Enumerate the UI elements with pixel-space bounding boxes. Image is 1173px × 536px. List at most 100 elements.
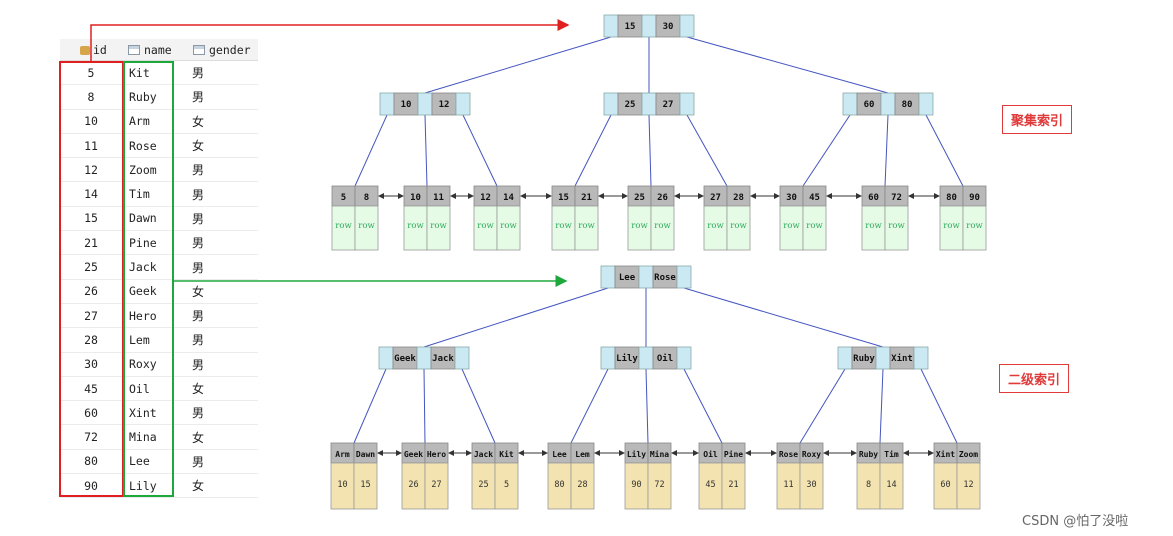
row-cell: [426, 205, 451, 251]
primary-key-cell: [799, 462, 824, 510]
primary-key-label: 72: [654, 480, 664, 490]
key-label: Geek: [394, 354, 416, 364]
key-label: Dawn: [356, 450, 375, 459]
key-label: 60: [868, 193, 879, 203]
secondary-index-label: 二级索引: [999, 364, 1070, 393]
name-column-header[interactable]: name: [122, 39, 187, 61]
id-cell: 15: [60, 206, 122, 232]
pointer-cell: [417, 92, 433, 116]
key-label: Mina: [650, 449, 669, 459]
row-label: row: [407, 221, 424, 231]
key-label: 14: [503, 193, 514, 203]
key-label: Oil: [703, 449, 718, 459]
primary-key-label: 45: [705, 480, 715, 490]
gender-cell: 男: [187, 254, 258, 280]
gender-cell: 男: [187, 84, 258, 110]
primary-key-label: 30: [806, 480, 816, 490]
pointer-cell: [600, 346, 616, 370]
tree-edge: [920, 368, 958, 444]
key-label: Tim: [884, 449, 899, 459]
key-label: 11: [433, 193, 444, 203]
tree-edge: [574, 114, 612, 187]
key-label: 72: [891, 193, 902, 203]
key-label: Arm: [335, 450, 350, 459]
key-label: Rose: [779, 450, 798, 459]
pointer-cell: [638, 265, 654, 289]
pointer-cell: [880, 92, 896, 116]
id-cell: 28: [60, 327, 122, 353]
name-cell: Xint: [122, 400, 187, 426]
clustered-index-arrow: [90, 19, 570, 62]
id-cell: 30: [60, 352, 122, 377]
row-label: row: [358, 221, 375, 231]
row-cell: [574, 205, 599, 251]
pointer-cell: [679, 14, 695, 38]
gender-cell: 男: [187, 206, 258, 232]
primary-key-cell: [956, 462, 981, 510]
primary-key-cell: [879, 462, 904, 510]
key-label: 27: [663, 100, 674, 110]
pointer-cell: [603, 14, 619, 38]
key-label: Geek: [404, 450, 423, 459]
primary-key-label: 60: [940, 480, 950, 490]
key-label: Ruby: [859, 450, 878, 459]
tree-edge: [354, 114, 388, 187]
gender-column-header[interactable]: gender: [187, 39, 258, 61]
name-cell: Oil: [122, 376, 187, 402]
gender-cell: 男: [187, 352, 258, 377]
primary-key-label: 12: [963, 480, 973, 490]
tree-edge: [799, 368, 846, 444]
key-label: 45: [809, 193, 820, 203]
tree-edge: [802, 114, 851, 187]
id-cell: 14: [60, 181, 122, 207]
name-cell: Geek: [122, 279, 187, 304]
name-column-highlight: [123, 61, 174, 497]
pointer-cell: [638, 346, 654, 370]
key-label: 30: [663, 22, 674, 32]
tree-edge: [683, 368, 723, 444]
name-cell: Roxy: [122, 352, 187, 377]
pointer-cell: [454, 346, 470, 370]
pointer-cell: [600, 265, 616, 289]
key-label: 26: [657, 193, 668, 203]
pointer-cell: [378, 346, 394, 370]
primary-key-label: 11: [783, 480, 793, 490]
key-label: Ruby: [853, 354, 875, 364]
gender-cell: 女: [187, 473, 258, 499]
row-label: row: [631, 221, 648, 231]
id-cell: 21: [60, 230, 122, 256]
column-icon: [193, 44, 205, 55]
gender-cell: 男: [187, 157, 258, 183]
name-cell: Ruby: [122, 84, 187, 110]
key-label: Pine: [724, 449, 743, 459]
key-label: Lily: [627, 449, 646, 459]
gender-cell: 女: [187, 376, 258, 402]
